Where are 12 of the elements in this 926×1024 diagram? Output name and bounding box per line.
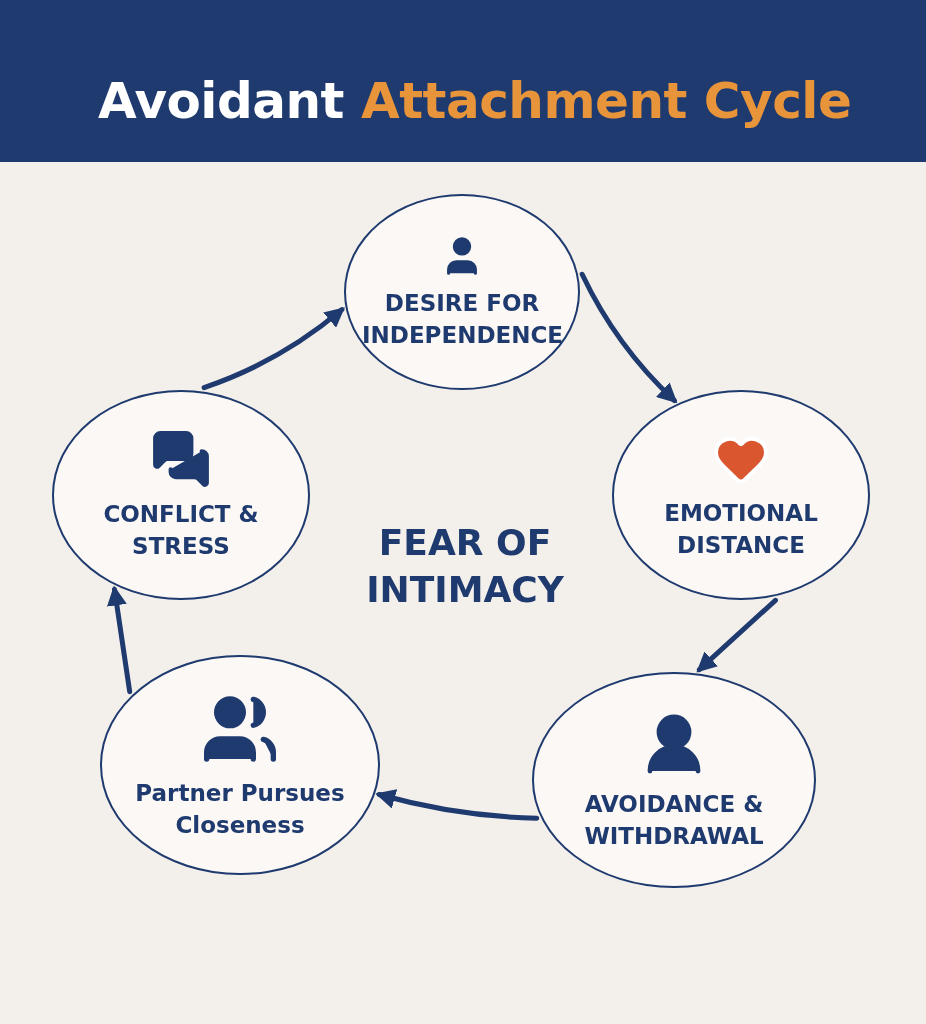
arrow <box>579 271 678 404</box>
node-label: EMOTIONAL DISTANCE <box>663 498 819 560</box>
arrow <box>375 789 540 821</box>
node-label: CONFLICT & STRESS <box>102 499 260 561</box>
center-label: FEAR OF INTIMACY <box>365 521 565 612</box>
node-label: AVOIDANCE & WITHDRAWAL <box>583 789 765 851</box>
arrow <box>201 307 345 391</box>
node-label: DESIRE FOR INDEPENDENCE <box>362 288 562 350</box>
node-label: Partner Pursues Closeness <box>134 778 346 840</box>
title: Avoidant Attachment Cycle <box>98 72 852 130</box>
arrow <box>106 585 133 695</box>
arrow <box>696 597 778 673</box>
